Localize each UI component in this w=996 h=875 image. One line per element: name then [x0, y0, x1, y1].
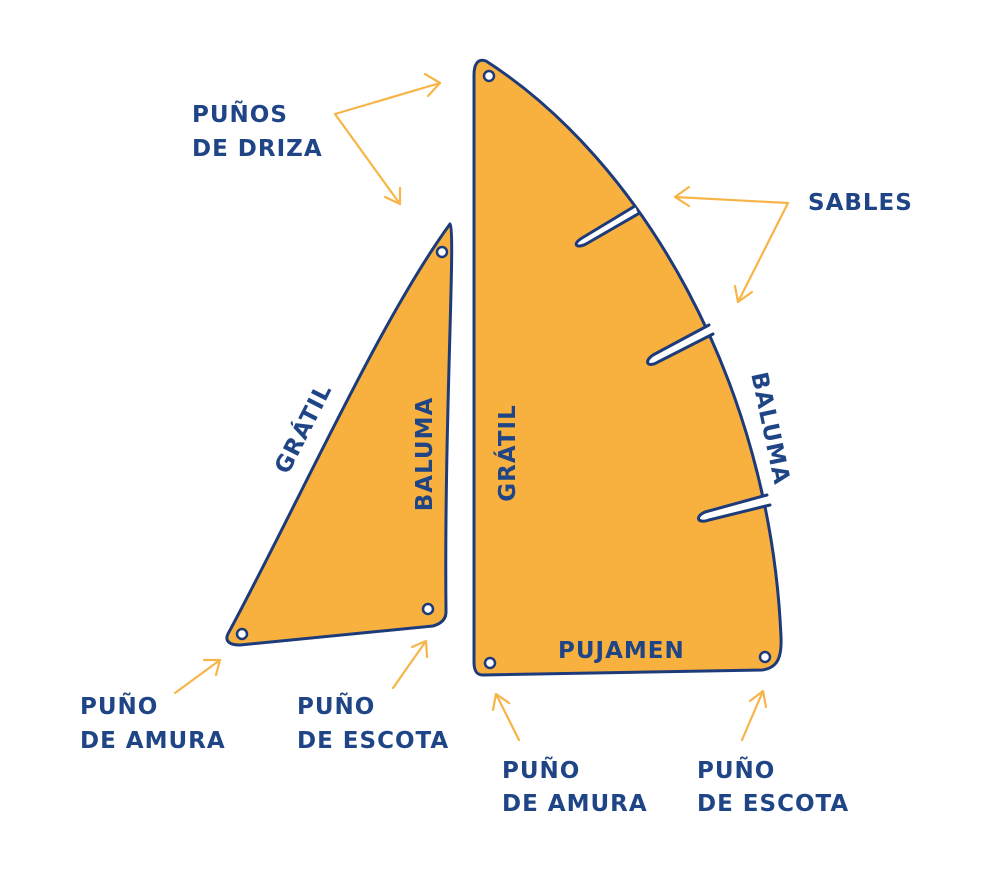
label-main-clew-line2: DE ESCOTA	[697, 791, 849, 817]
batten-pocket-1	[574, 204, 640, 248]
mainsail	[472, 58, 783, 677]
arrow-jib-head	[333, 112, 402, 206]
label-main-clew-line1: PUÑO	[697, 756, 775, 784]
main-head-grommet	[482, 69, 496, 83]
arrow-main-clew	[740, 689, 765, 742]
jib-sail	[225, 222, 454, 647]
arrow-jib-tack-tip	[202, 658, 222, 677]
arrow-jib-clew-tip	[410, 639, 429, 659]
label-battens: SABLES	[808, 190, 913, 216]
label-head-line1: PUÑOS	[192, 100, 288, 128]
main-clew-grommet	[758, 650, 772, 664]
label-jib-tack-line1: PUÑO	[80, 692, 158, 720]
label-main-tack-line2: DE AMURA	[502, 791, 648, 817]
mainsail-shape	[472, 58, 783, 677]
label-head-line2: DE DRIZA	[192, 136, 323, 162]
arrow-jib-head-tip	[383, 186, 402, 206]
arrow-main-head	[333, 81, 442, 116]
label-jib-clew-line2: DE ESCOTA	[297, 728, 449, 754]
batten-pocket-2	[646, 323, 715, 366]
label-jib-tack-line2: DE AMURA	[80, 728, 226, 754]
label-main-tack-line1: PUÑO	[502, 756, 580, 784]
arrow-main-clew-tip	[748, 689, 768, 709]
arrow-batten-top-tip	[673, 185, 691, 208]
arrow-main-head-tip	[423, 72, 442, 98]
label-jib-clew-line1: PUÑO	[297, 692, 375, 720]
label-main-foot: PUJAMEN	[558, 638, 685, 664]
jib-sail-shape	[225, 222, 454, 647]
label-jib-leech: BALUMA	[412, 397, 438, 512]
label-main-luff: GRÁTIL	[493, 404, 521, 502]
arrow-jib-clew	[391, 639, 428, 690]
jib-head-grommet	[435, 245, 449, 259]
arrow-batten-top	[673, 195, 790, 205]
main-tack-grommet	[483, 656, 497, 670]
arrow-jib-tack	[173, 658, 222, 695]
arrow-batten-mid	[736, 201, 790, 304]
arrows	[173, 72, 790, 742]
jib-clew-grommet	[421, 602, 435, 616]
arrow-main-tack-tip	[491, 692, 511, 712]
jib-tack-grommet	[235, 627, 249, 641]
arrow-batten-mid-tip	[733, 284, 754, 304]
batten-pocket-3	[697, 493, 772, 523]
arrow-main-tack	[494, 692, 521, 742]
